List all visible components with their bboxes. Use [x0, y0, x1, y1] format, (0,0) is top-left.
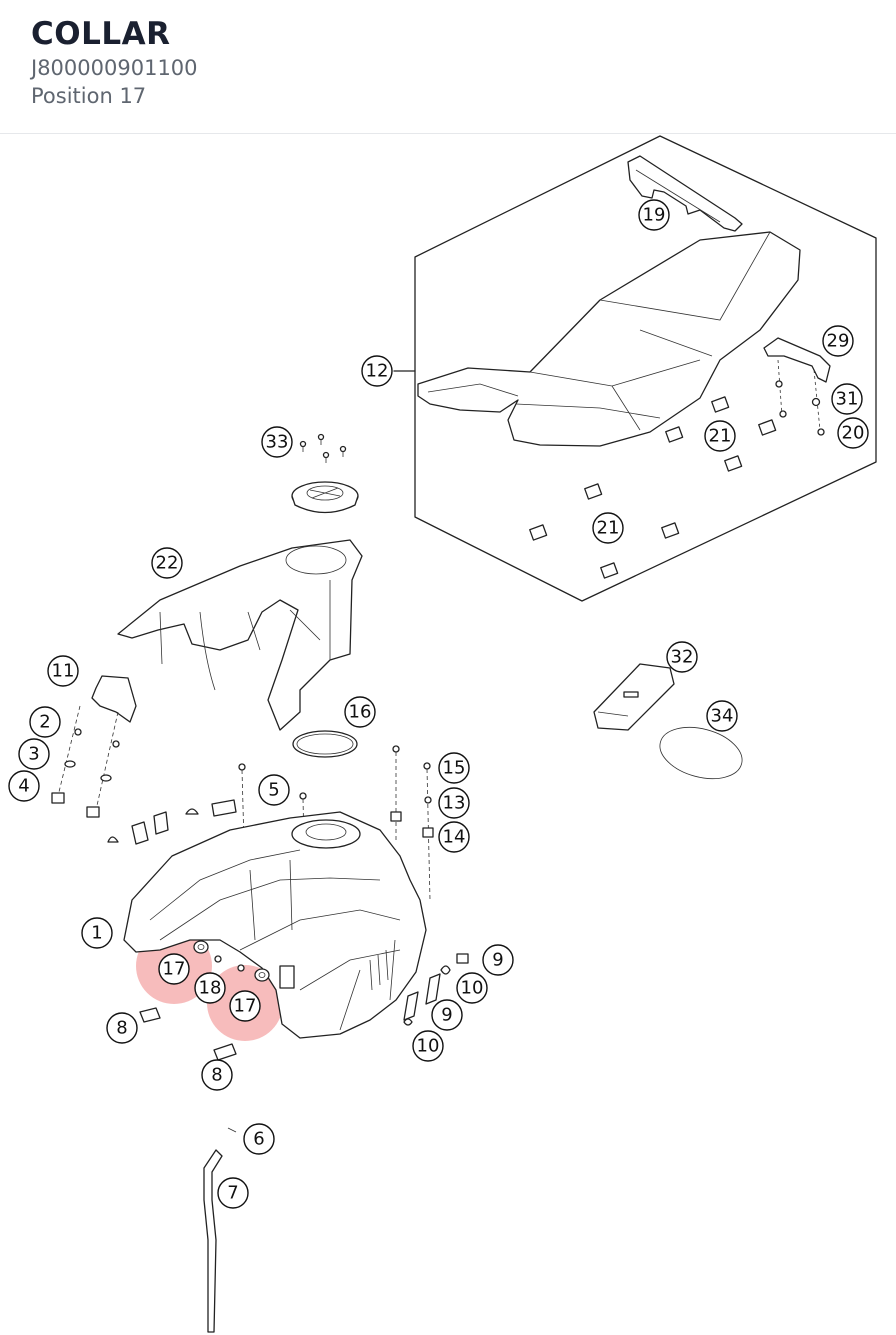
kit-outline [414, 135, 877, 602]
tank-cover-shape [117, 539, 363, 731]
svg-text:20: 20 [842, 423, 865, 444]
callout-labels: 19 12 29 31 20 21 21 33 22 11 2 3 4 16 5… [8, 199, 869, 1209]
svg-text:2: 2 [39, 712, 50, 733]
callout-9[interactable]: 9 [431, 999, 463, 1031]
mount-bolts [390, 745, 434, 901]
fuel-tank [123, 811, 427, 1039]
svg-text:10: 10 [417, 1036, 440, 1057]
callout-33[interactable]: 33 [261, 426, 293, 458]
callout-10[interactable]: 10 [412, 1030, 444, 1062]
svg-text:4: 4 [18, 776, 29, 797]
callout-8[interactable]: 8 [201, 1059, 233, 1091]
svg-text:9: 9 [492, 950, 503, 971]
pads [107, 799, 237, 845]
svg-text:22: 22 [156, 553, 179, 574]
svg-text:14: 14 [443, 827, 466, 848]
svg-text:6: 6 [253, 1129, 264, 1150]
small-parts [139, 953, 469, 1061]
callout-8[interactable]: 8 [106, 1012, 138, 1044]
callout-9[interactable]: 9 [482, 944, 514, 976]
callout-7[interactable]: 7 [217, 1177, 249, 1209]
side-cover [51, 675, 137, 818]
callout-19[interactable]: 19 [638, 199, 670, 231]
callout-13[interactable]: 13 [438, 787, 470, 819]
callout-2[interactable]: 2 [29, 706, 61, 738]
svg-text:21: 21 [597, 518, 620, 539]
toolkit [593, 663, 675, 731]
svg-text:19: 19 [643, 205, 666, 226]
svg-text:18: 18 [199, 978, 222, 999]
callout-10[interactable]: 10 [456, 972, 488, 1004]
svg-text:11: 11 [52, 661, 75, 682]
svg-text:5: 5 [268, 780, 279, 801]
callout-34[interactable]: 34 [706, 700, 738, 732]
svg-text:7: 7 [227, 1183, 238, 1204]
svg-text:33: 33 [266, 432, 289, 453]
header: COLLAR J800000901100 Position 17 [0, 0, 896, 134]
tank-bracket [279, 965, 295, 989]
callout-15[interactable]: 15 [438, 752, 470, 784]
callout-22[interactable]: 22 [151, 547, 183, 579]
callout-17[interactable]: 17 [229, 990, 261, 1022]
svg-text:10: 10 [461, 978, 484, 999]
seat-bracket [763, 337, 831, 383]
svg-text:12: 12 [366, 361, 389, 382]
callout-18[interactable]: 18 [194, 972, 226, 1004]
oval-sticker [659, 726, 743, 780]
grab-handle [627, 155, 743, 232]
callout-31[interactable]: 31 [831, 383, 863, 415]
callout-12[interactable]: 12 [361, 355, 393, 387]
callout-3[interactable]: 3 [18, 738, 50, 770]
seat-clips [529, 396, 777, 579]
callout-20[interactable]: 20 [837, 417, 869, 449]
callout-5[interactable]: 5 [258, 774, 290, 806]
svg-text:1: 1 [91, 923, 102, 944]
svg-text:3: 3 [28, 744, 39, 765]
fuel-cap [291, 433, 359, 514]
collars [193, 940, 295, 989]
callout-1[interactable]: 1 [81, 917, 113, 949]
svg-text:13: 13 [443, 793, 466, 814]
svg-text:21: 21 [709, 426, 732, 447]
svg-text:8: 8 [116, 1018, 127, 1039]
seat [417, 231, 801, 447]
svg-text:29: 29 [827, 331, 850, 352]
callout-32[interactable]: 32 [666, 641, 698, 673]
svg-text:34: 34 [711, 706, 734, 727]
svg-text:8: 8 [211, 1065, 222, 1086]
tank-cover [117, 539, 363, 731]
svg-text:9: 9 [441, 1005, 452, 1026]
callout-11[interactable]: 11 [47, 655, 79, 687]
svg-text:15: 15 [443, 758, 466, 779]
callout-4[interactable]: 4 [8, 770, 40, 802]
callout-21[interactable]: 21 [592, 512, 624, 544]
callout-17[interactable]: 17 [158, 953, 190, 985]
callout-29[interactable]: 29 [822, 325, 854, 357]
callout-16[interactable]: 16 [344, 696, 376, 728]
callout-21[interactable]: 21 [704, 420, 736, 452]
callout-6[interactable]: 6 [243, 1123, 275, 1155]
position-label: Position 17 [31, 84, 147, 108]
callout-14[interactable]: 14 [438, 821, 470, 853]
svg-text:17: 17 [234, 996, 257, 1017]
breather-hose [203, 1127, 237, 1333]
o-ring [292, 730, 358, 758]
svg-text:32: 32 [671, 647, 694, 668]
svg-text:31: 31 [836, 389, 859, 410]
svg-text:17: 17 [163, 959, 186, 980]
svg-text:16: 16 [349, 702, 372, 723]
part-number: J800000901100 [31, 56, 198, 80]
seat-kit-group [393, 135, 877, 602]
part-title: COLLAR [31, 16, 171, 52]
